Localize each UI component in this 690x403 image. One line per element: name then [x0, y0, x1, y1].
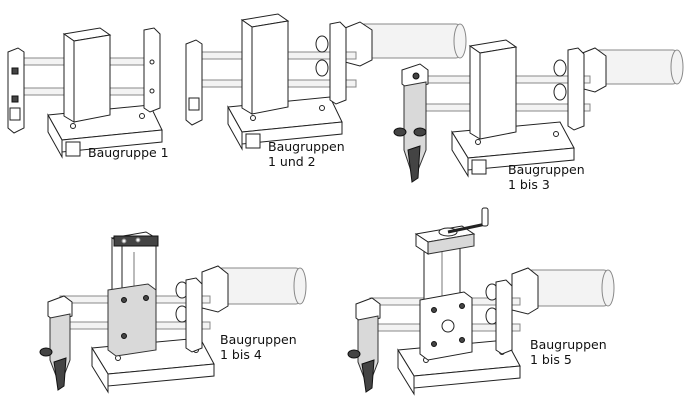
- caption-stage-4-line-2: 1 bis 4: [220, 347, 262, 362]
- caption-stage-3-line-1: Baugruppen: [508, 162, 585, 177]
- caption-stage-5-line-2: 1 bis 5: [530, 352, 572, 367]
- caption-stage-2-line-1: Baugruppen: [268, 139, 345, 154]
- caption-stage-3-line-2: 1 bis 3: [508, 177, 550, 192]
- caption-stage-1: Baugruppe 1: [88, 145, 169, 160]
- stage-3-drawing: [393, 39, 684, 183]
- stage-4-drawing: [39, 231, 307, 394]
- caption-stage-2-line-2: 1 und 2: [268, 154, 316, 169]
- caption-stage-4-line-1: Baugruppen: [220, 332, 297, 347]
- stage-1-drawing: [7, 27, 163, 159]
- stage-5-drawing: [347, 207, 615, 396]
- caption-stage-5-line-1: Baugruppen: [530, 337, 607, 352]
- stage-2-drawing: [185, 13, 467, 151]
